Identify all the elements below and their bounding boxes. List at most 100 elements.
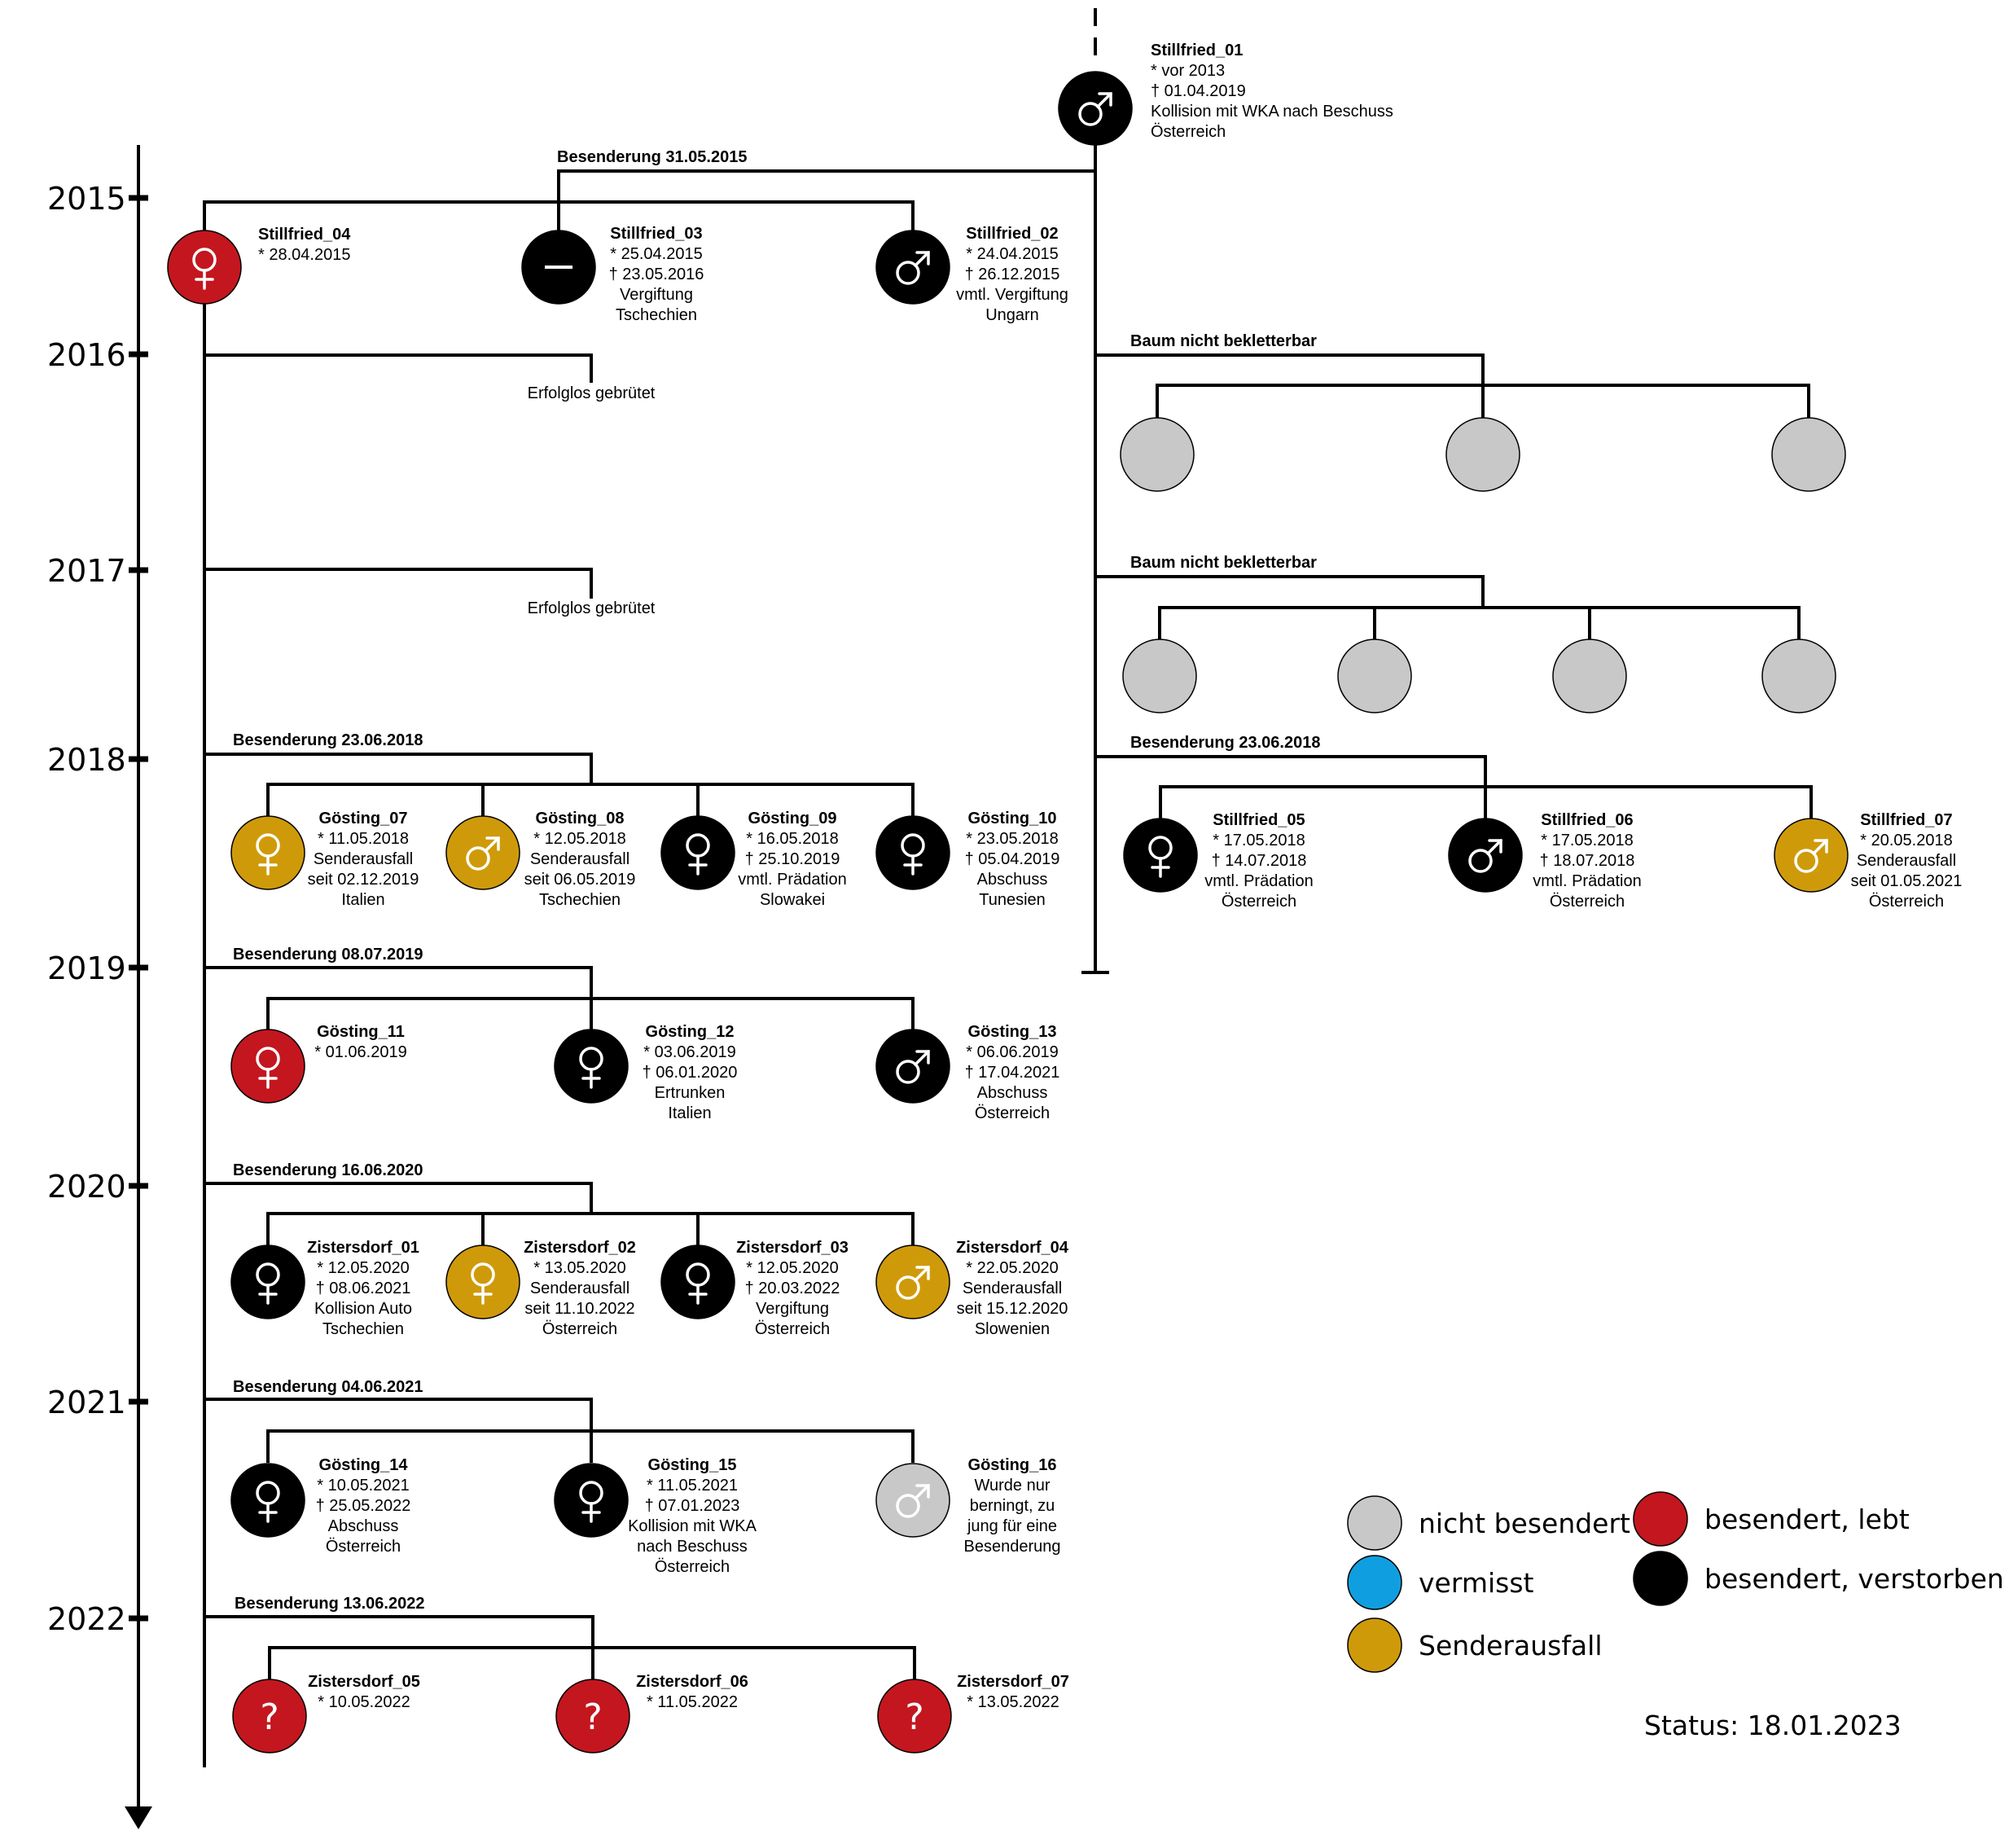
besenderung-2018-right-label: Besenderung 23.06.2018 xyxy=(1130,734,1320,752)
bird-info-line: Österreich xyxy=(1869,893,1944,911)
bird-node-z01: Zistersdorf_01* 12.05.2020† 08.06.2021Ko… xyxy=(230,1239,419,1338)
bird-info-line: seit 06.05.2019 xyxy=(524,871,636,889)
bird-name: Stillfried_05 xyxy=(1213,811,1305,829)
bird-info-line: Abschuss xyxy=(977,1084,1048,1102)
status-circle xyxy=(1552,639,1627,713)
bird-info-line: Senderausfall xyxy=(963,1280,1062,1297)
bird-info-line: vmtl. Prädation xyxy=(1204,872,1313,890)
besenderung-2019-label: Besenderung 08.07.2019 xyxy=(233,946,423,964)
female-symbol-icon xyxy=(256,833,280,876)
male-symbol-icon xyxy=(896,1484,930,1518)
status-circle xyxy=(660,1244,735,1319)
legend-swatch xyxy=(1347,1555,1402,1610)
bird-info-line: † 06.01.2020 xyxy=(643,1064,738,1082)
male-symbol-icon xyxy=(466,836,500,871)
bird-name: Gösting_14 xyxy=(319,1456,409,1474)
legend-label: vermisst xyxy=(1419,1567,1534,1599)
male-symbol-icon xyxy=(896,1266,930,1300)
bird-info-line: Senderausfall xyxy=(314,850,413,868)
bird-info-line: * 17.05.2018 xyxy=(1541,832,1633,849)
female-symbol-icon xyxy=(256,1047,280,1089)
bird-node-s03: Stillfried_03* 25.04.2015† 23.05.2016Ver… xyxy=(521,225,704,324)
bird-info-line: † 25.05.2022 xyxy=(316,1497,411,1515)
status-circle xyxy=(230,1463,305,1538)
female-symbol-icon xyxy=(579,1481,603,1523)
bird-info-line: * 13.05.2020 xyxy=(533,1259,625,1277)
legend-item-vermisst: vermisst xyxy=(1347,1555,1534,1610)
legend-label: Senderausfall xyxy=(1419,1630,1603,1661)
female-symbol-icon xyxy=(256,1262,280,1305)
bird-info-line: * 10.05.2021 xyxy=(317,1477,409,1495)
legend-item-lebt: besendert, lebt xyxy=(1633,1491,1910,1547)
bird-node-z03: Zistersdorf_03* 12.05.2020† 20.03.2022Ve… xyxy=(660,1239,849,1338)
bird-node-z04: Zistersdorf_04* 22.05.2020Senderausfalls… xyxy=(875,1239,1069,1338)
bird-name: Gösting_11 xyxy=(317,1023,405,1041)
status-circle xyxy=(1337,639,1412,713)
male-symbol-icon xyxy=(1468,839,1502,873)
bird-info-line: † 25.10.2019 xyxy=(745,850,840,868)
bird-node-s02: Stillfried_02* 24.04.2015† 26.12.2015vmt… xyxy=(875,225,1068,324)
bird-info-line: Ertrunken xyxy=(655,1084,726,1102)
status-circle xyxy=(877,1679,952,1754)
legend-item-nicht_besendert: nicht besendert xyxy=(1347,1495,1630,1551)
female-symbol-icon xyxy=(686,833,710,876)
bird-info-line: * 22.05.2020 xyxy=(966,1259,1058,1277)
question-mark-icon: ? xyxy=(260,1697,279,1738)
bird-info-line: Abschuss xyxy=(328,1517,399,1535)
bird-node-g14: Gösting_14 * 10.05.2021 † 25.05.2022Abschu… xyxy=(230,1456,411,1556)
legend-label: besendert, verstorben xyxy=(1704,1563,2004,1595)
bird-info-line: † 18.07.2018 xyxy=(1540,852,1635,870)
bird-info-line: Österreich xyxy=(1151,123,1226,141)
bird-name: Stillfried_01 xyxy=(1151,42,1243,59)
bird-info-line: * 03.06.2019 xyxy=(643,1043,735,1061)
besenderung-2015-label: Besenderung 31.05.2015 xyxy=(557,148,747,166)
bird-name: Stillfried_07 xyxy=(1860,811,1952,829)
bird-node-u2 xyxy=(1445,417,1520,492)
bird-name: Gösting_12 xyxy=(646,1023,735,1041)
female-symbol-icon xyxy=(579,1047,603,1089)
status-circle xyxy=(230,815,305,890)
branch-labels: Besenderung 31.05.2015 Baum nicht beklet… xyxy=(233,148,1320,1613)
year-label-2020: 2020 xyxy=(47,1169,126,1205)
bird-name: Stillfried_04 xyxy=(258,226,351,244)
bird-info-line: * 20.05.2018 xyxy=(1860,832,1952,849)
bird-info-line: Kollision mit WKA nach Beschuss xyxy=(1151,103,1393,121)
bird-name: Stillfried_03 xyxy=(610,225,702,243)
bird-node-u4 xyxy=(1122,639,1197,713)
besenderung-2021-label: Besenderung 04.06.2021 xyxy=(233,1378,423,1396)
bird-info-line: Österreich xyxy=(975,1104,1050,1122)
bird-info-line: * 11.05.2022 xyxy=(647,1693,738,1711)
bird-node-g12: Gösting_12 * 03.06.2019 † 06.01.2020Ertrun… xyxy=(554,1023,738,1122)
bird-node-z02: Zistersdorf_02* 13.05.2020Senderausfalls… xyxy=(445,1239,636,1338)
bird-info-line: nach Beschuss xyxy=(637,1538,748,1556)
bird-name: Gösting_10 xyxy=(968,810,1057,827)
status-circle xyxy=(445,815,520,890)
bird-info-line: † 05.04.2019 xyxy=(965,850,1060,868)
bird-info-line: * 12.05.2020 xyxy=(746,1259,838,1277)
status-circle xyxy=(875,1029,950,1104)
bird-info-line: Tschechien xyxy=(616,306,697,324)
bird-info-line: Wurde nur xyxy=(974,1477,1050,1495)
bird-info-line: † 08.06.2021 xyxy=(316,1280,411,1297)
bird-info-line: † 01.04.2019 xyxy=(1151,82,1246,100)
bird-node-s01: Stillfried_01* vor 2013† 01.04.2019Kolli… xyxy=(1058,42,1393,146)
bird-info-line: * 12.05.2018 xyxy=(533,830,625,848)
bird-info-line: * 01.06.2019 xyxy=(314,1043,406,1061)
bird-info-line: vmtl. Prädation xyxy=(738,871,846,889)
bird-name: Gösting_07 xyxy=(319,810,408,827)
legend-swatch xyxy=(1633,1491,1688,1547)
bird-info-line: † 20.03.2022 xyxy=(745,1280,840,1297)
status-circle xyxy=(230,1244,305,1319)
bird-info-line: Ungarn xyxy=(985,306,1039,324)
bird-info-line: * 11.05.2018 xyxy=(318,830,409,848)
status-circle xyxy=(1058,71,1133,146)
erfolglos-2017-label: Erfolglos gebrütet xyxy=(528,599,656,617)
bird-info-line: * 25.04.2015 xyxy=(610,245,702,263)
bird-node-z06: ?Zistersdorf_06* 11.05.2022 xyxy=(555,1673,748,1754)
bird-info-line: Tschechien xyxy=(539,891,621,909)
female-symbol-icon xyxy=(1148,836,1173,878)
female-symbol-icon xyxy=(192,248,217,290)
bird-node-u7 xyxy=(1761,639,1836,713)
